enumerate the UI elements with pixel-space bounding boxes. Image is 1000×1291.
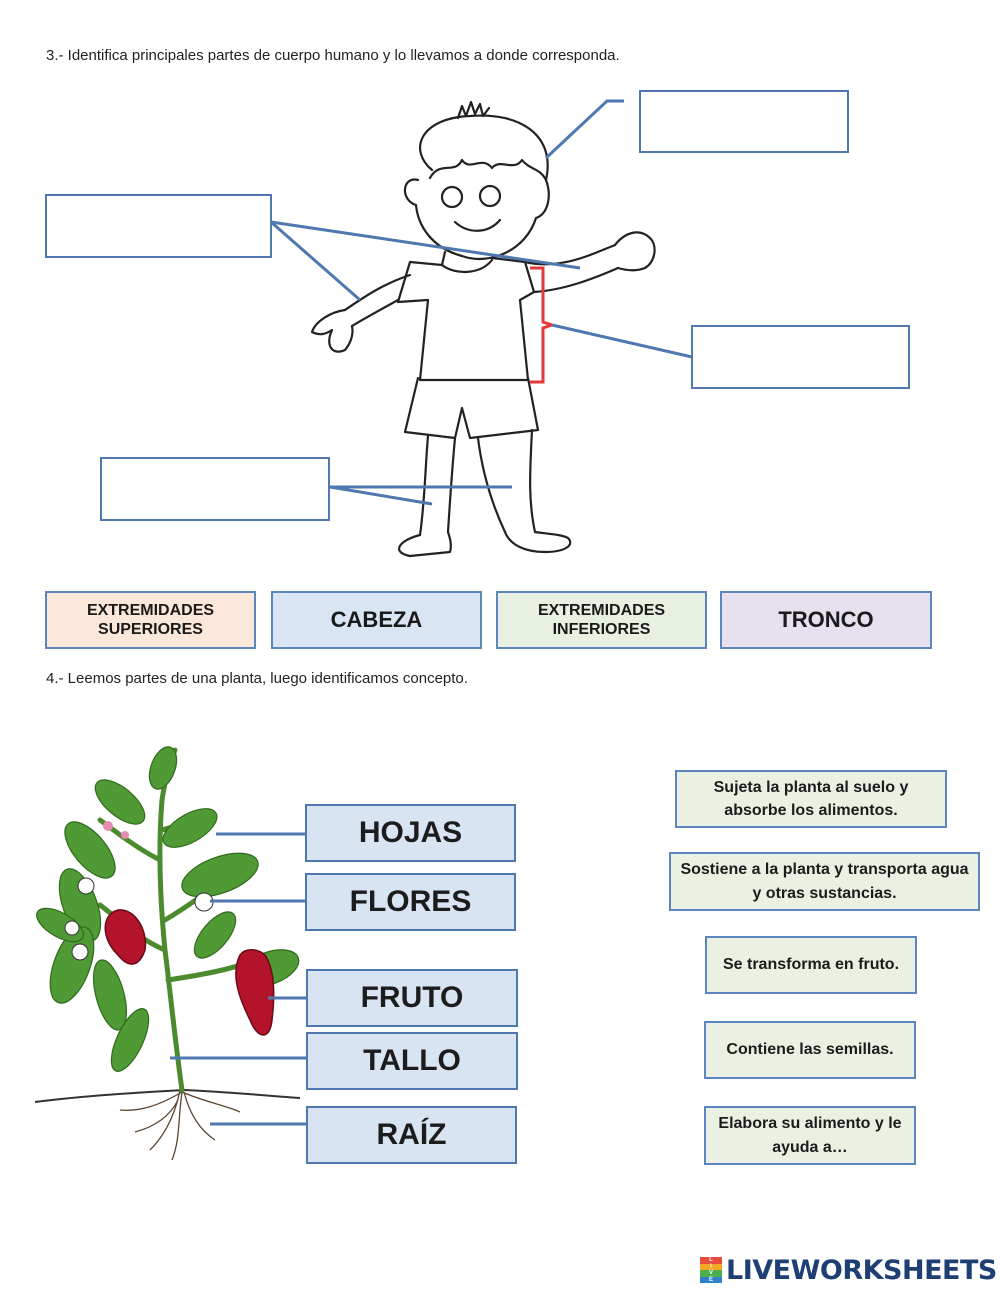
word-card-extremidades-superiores[interactable]: EXTREMIDADES SUPERIORES: [45, 591, 256, 649]
description-card-flores[interactable]: Se transforma en fruto.: [705, 936, 917, 994]
boy-illustration: [270, 99, 693, 558]
instruction-plant-parts: 4.- Leemos partes de una planta, luego i…: [46, 670, 468, 687]
plant-label-tallo: TALLO: [306, 1032, 518, 1090]
plant-label-fruto: FRUTO: [306, 969, 518, 1027]
liveworksheets-wordmark: LIVEWORKSHEETS: [726, 1254, 997, 1286]
drop-box-head[interactable]: [639, 90, 849, 153]
liveworksheets-brand: L I V E LIVEWORKSHEETS: [700, 1254, 997, 1286]
description-card-raiz[interactable]: Sujeta la planta al suelo y absorbe los …: [675, 770, 947, 828]
word-card-extremidades-inferiores[interactable]: EXTREMIDADES INFERIORES: [496, 591, 707, 649]
word-card-cabeza[interactable]: CABEZA: [271, 591, 482, 649]
drop-box-lower-limbs[interactable]: [100, 457, 330, 521]
liveworksheets-logo-icon: L I V E: [700, 1257, 722, 1283]
drop-box-upper-limbs[interactable]: [45, 194, 272, 258]
description-card-hojas[interactable]: Elabora su alimento y le ayuda a…: [704, 1106, 916, 1165]
description-card-tallo[interactable]: Sostiene a la planta y transporta agua y…: [669, 852, 980, 911]
description-card-fruto[interactable]: Contiene las semillas.: [704, 1021, 916, 1079]
word-card-tronco[interactable]: TRONCO: [720, 591, 932, 649]
plant-label-hojas: HOJAS: [305, 804, 516, 862]
plant-label-raiz: RAÍZ: [306, 1106, 517, 1164]
drop-box-trunk[interactable]: [691, 325, 910, 389]
plant-label-flores: FLORES: [305, 873, 516, 931]
instruction-body-parts: 3.- Identifica principales partes de cue…: [46, 47, 620, 64]
pepper-plant-illustration: [34, 746, 306, 1161]
